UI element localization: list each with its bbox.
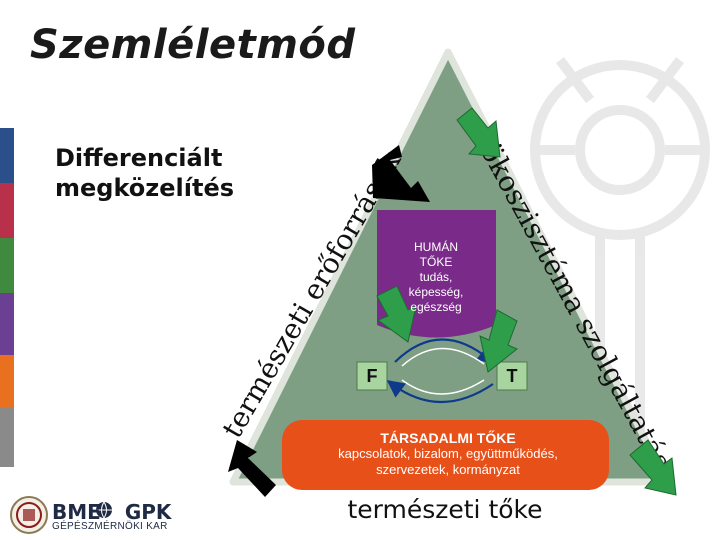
human-capital-shape	[377, 210, 496, 338]
green-arrow-mid-icon	[376, 285, 417, 343]
t-label: T	[506, 366, 518, 386]
social-capital-line-1: kapcsolatok, bizalom, együttműködés,	[338, 446, 558, 461]
stripe-gray	[0, 407, 14, 467]
logo-subtitle: GÉPÉSZMÉRNÖKI KAR	[52, 521, 168, 532]
black-arrow-bottom-icon	[228, 440, 276, 497]
stripe-orange	[0, 355, 14, 407]
stripe-purple	[0, 293, 14, 355]
slide-title: Szemléletmód	[30, 22, 356, 68]
stripe-red	[0, 183, 14, 238]
cycle-highlight-bottom	[401, 379, 485, 395]
green-arrow-right-icon	[479, 309, 518, 373]
subtitle-line-2: megközelítés	[55, 174, 235, 202]
social-capital-label: TÁRSADALMI TŐKE kapcsolatok, bizalom, eg…	[288, 430, 608, 478]
f-label: F	[366, 366, 378, 386]
social-capital-shape	[282, 420, 609, 490]
human-capital-line-4: képesség,	[408, 285, 464, 299]
human-capital-line-2: TŐKE	[419, 255, 453, 269]
green-arrow-top-icon	[456, 107, 501, 158]
cycle-highlight-top	[401, 347, 485, 367]
globe-icon	[96, 501, 112, 519]
cycle-arrow-bottom	[386, 380, 494, 403]
bme-gpk-logo	[10, 496, 112, 534]
natural-capital-label: természeti tőke	[347, 495, 543, 524]
gear-watermark-icon	[530, 57, 710, 470]
social-capital-line-2: szervezetek, kormányzat	[376, 462, 520, 477]
human-capital-line-1: HUMÁN	[414, 240, 458, 254]
subtitle-line-1: Differenciált	[55, 144, 223, 172]
black-arrow-top-icon	[372, 145, 430, 202]
cycle-arrow-top	[394, 338, 496, 365]
logo-name-left: BME	[52, 500, 101, 524]
stripe-green	[0, 238, 14, 293]
social-capital-title: TÁRSADALMI TŐKE	[380, 430, 516, 446]
green-arrow-bottom-icon	[629, 439, 677, 496]
logo-name: BME GPK	[52, 500, 171, 524]
f-box	[356, 361, 388, 391]
logo-name-right: GPK	[124, 500, 172, 524]
university-seal-icon	[10, 496, 48, 534]
slide-subtitle: Differenciált megközelítés	[55, 143, 234, 203]
t-box	[496, 361, 528, 391]
human-capital-line-5: egészség	[410, 300, 462, 314]
stripe-blue	[0, 128, 14, 183]
human-capital-label: HUMÁN TŐKE tudás, képesség, egészség	[386, 240, 486, 315]
human-capital-line-3: tudás,	[419, 270, 453, 284]
